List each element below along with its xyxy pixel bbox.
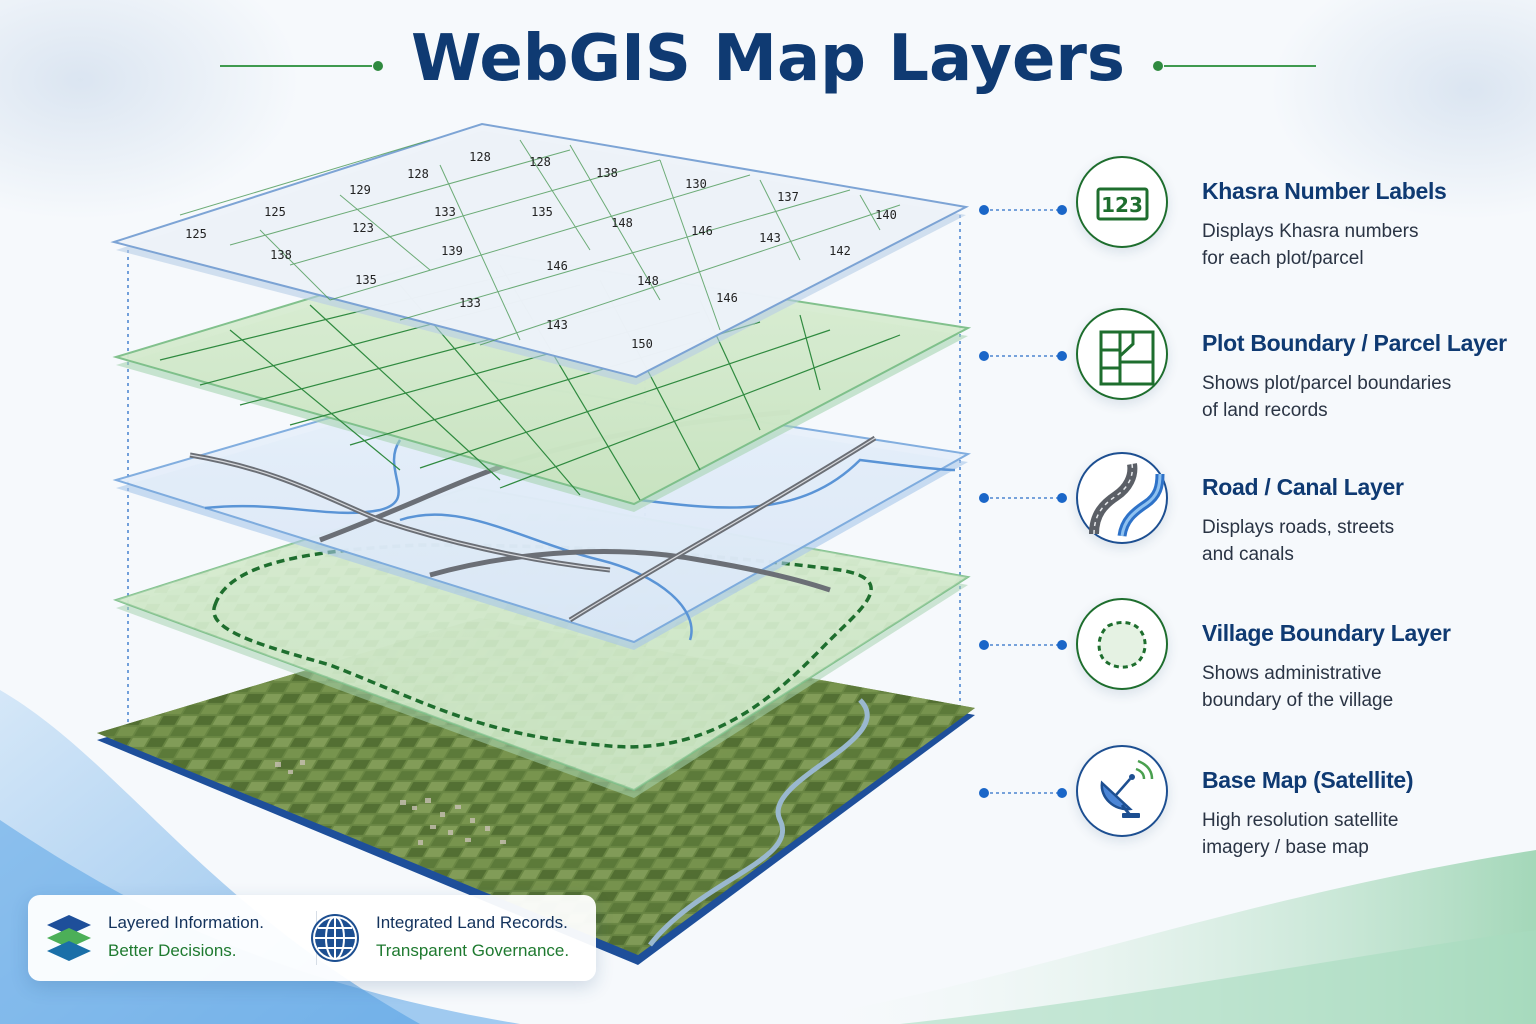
khasra-number-label: 133: [434, 205, 456, 219]
khasra-number-label: 146: [691, 224, 713, 238]
footer-card: Layered Information. Better Decisions. I…: [28, 895, 596, 981]
footer-left-text: Layered Information. Better Decisions.: [108, 913, 264, 960]
legend-item-khasra: 123 Khasra Number Labels Displays Khasra…: [1070, 156, 1530, 276]
khasra-number-label: 143: [546, 318, 568, 332]
footer-right-text: Integrated Land Records. Transparent Gov…: [376, 913, 570, 960]
khasra-number-label: 142: [829, 244, 851, 258]
village-boundary-icon: [1076, 598, 1168, 690]
legend-title: Base Map (Satellite): [1202, 767, 1414, 793]
khasra-number-label: 150: [631, 337, 653, 351]
khasra-number-label: 125: [264, 205, 286, 219]
legend-item-parcel: Plot Boundary / Parcel Layer Shows plot/…: [1070, 308, 1530, 428]
parcel-grid-icon: [1076, 308, 1168, 400]
khasra-number-label: 123: [352, 221, 374, 235]
legend-title: Village Boundary Layer: [1202, 620, 1451, 646]
satellite-icon: [1076, 745, 1168, 837]
khasra-number-label: 148: [637, 274, 659, 288]
khasra-number-label: 128: [407, 167, 429, 181]
legend-title: Khasra Number Labels: [1202, 178, 1447, 204]
khasra-number-label: 128: [529, 155, 551, 169]
number-label-icon: 123: [1076, 156, 1168, 248]
khasra-number-label: 138: [596, 166, 618, 180]
legend-item-satellite: Base Map (Satellite) High resolution sat…: [1070, 745, 1530, 865]
khasra-number-label: 133: [459, 296, 481, 310]
khasra-number-label: 143: [759, 231, 781, 245]
khasra-number-label: 148: [611, 216, 633, 230]
legend-title: Road / Canal Layer: [1202, 474, 1404, 500]
legend-title: Plot Boundary / Parcel Layer: [1202, 330, 1507, 356]
road-canal-icon: [1076, 452, 1168, 544]
svg-text:123: 123: [1101, 193, 1143, 217]
khasra-number-label: 146: [546, 259, 568, 273]
layers-stack-icon: [47, 915, 91, 961]
khasra-number-label: 138: [270, 248, 292, 262]
khasra-number-label: 135: [531, 205, 553, 219]
khasra-number-label: 135: [355, 273, 377, 287]
globe-icon: [311, 914, 359, 962]
khasra-number-label: 128: [469, 150, 491, 164]
page-title: WebGIS Map Layers: [411, 22, 1125, 96]
khasra-number-label: 125: [185, 227, 207, 241]
khasra-number-label: 140: [875, 208, 897, 222]
khasra-number-label: 139: [441, 244, 463, 258]
khasra-number-label: 146: [716, 291, 738, 305]
legend-item-road-canal: Road / Canal Layer Displays roads, stree…: [1070, 452, 1530, 572]
khasra-label-layer: 128 128 138 130 137 140 129 128 125 125 123 133 135 1…: [110, 122, 970, 385]
legend-item-village: Village Boundary Layer Shows administrat…: [1070, 598, 1530, 718]
khasra-number-label: 130: [685, 177, 707, 191]
khasra-number-label: 137: [777, 190, 799, 204]
khasra-number-label: 129: [349, 183, 371, 197]
